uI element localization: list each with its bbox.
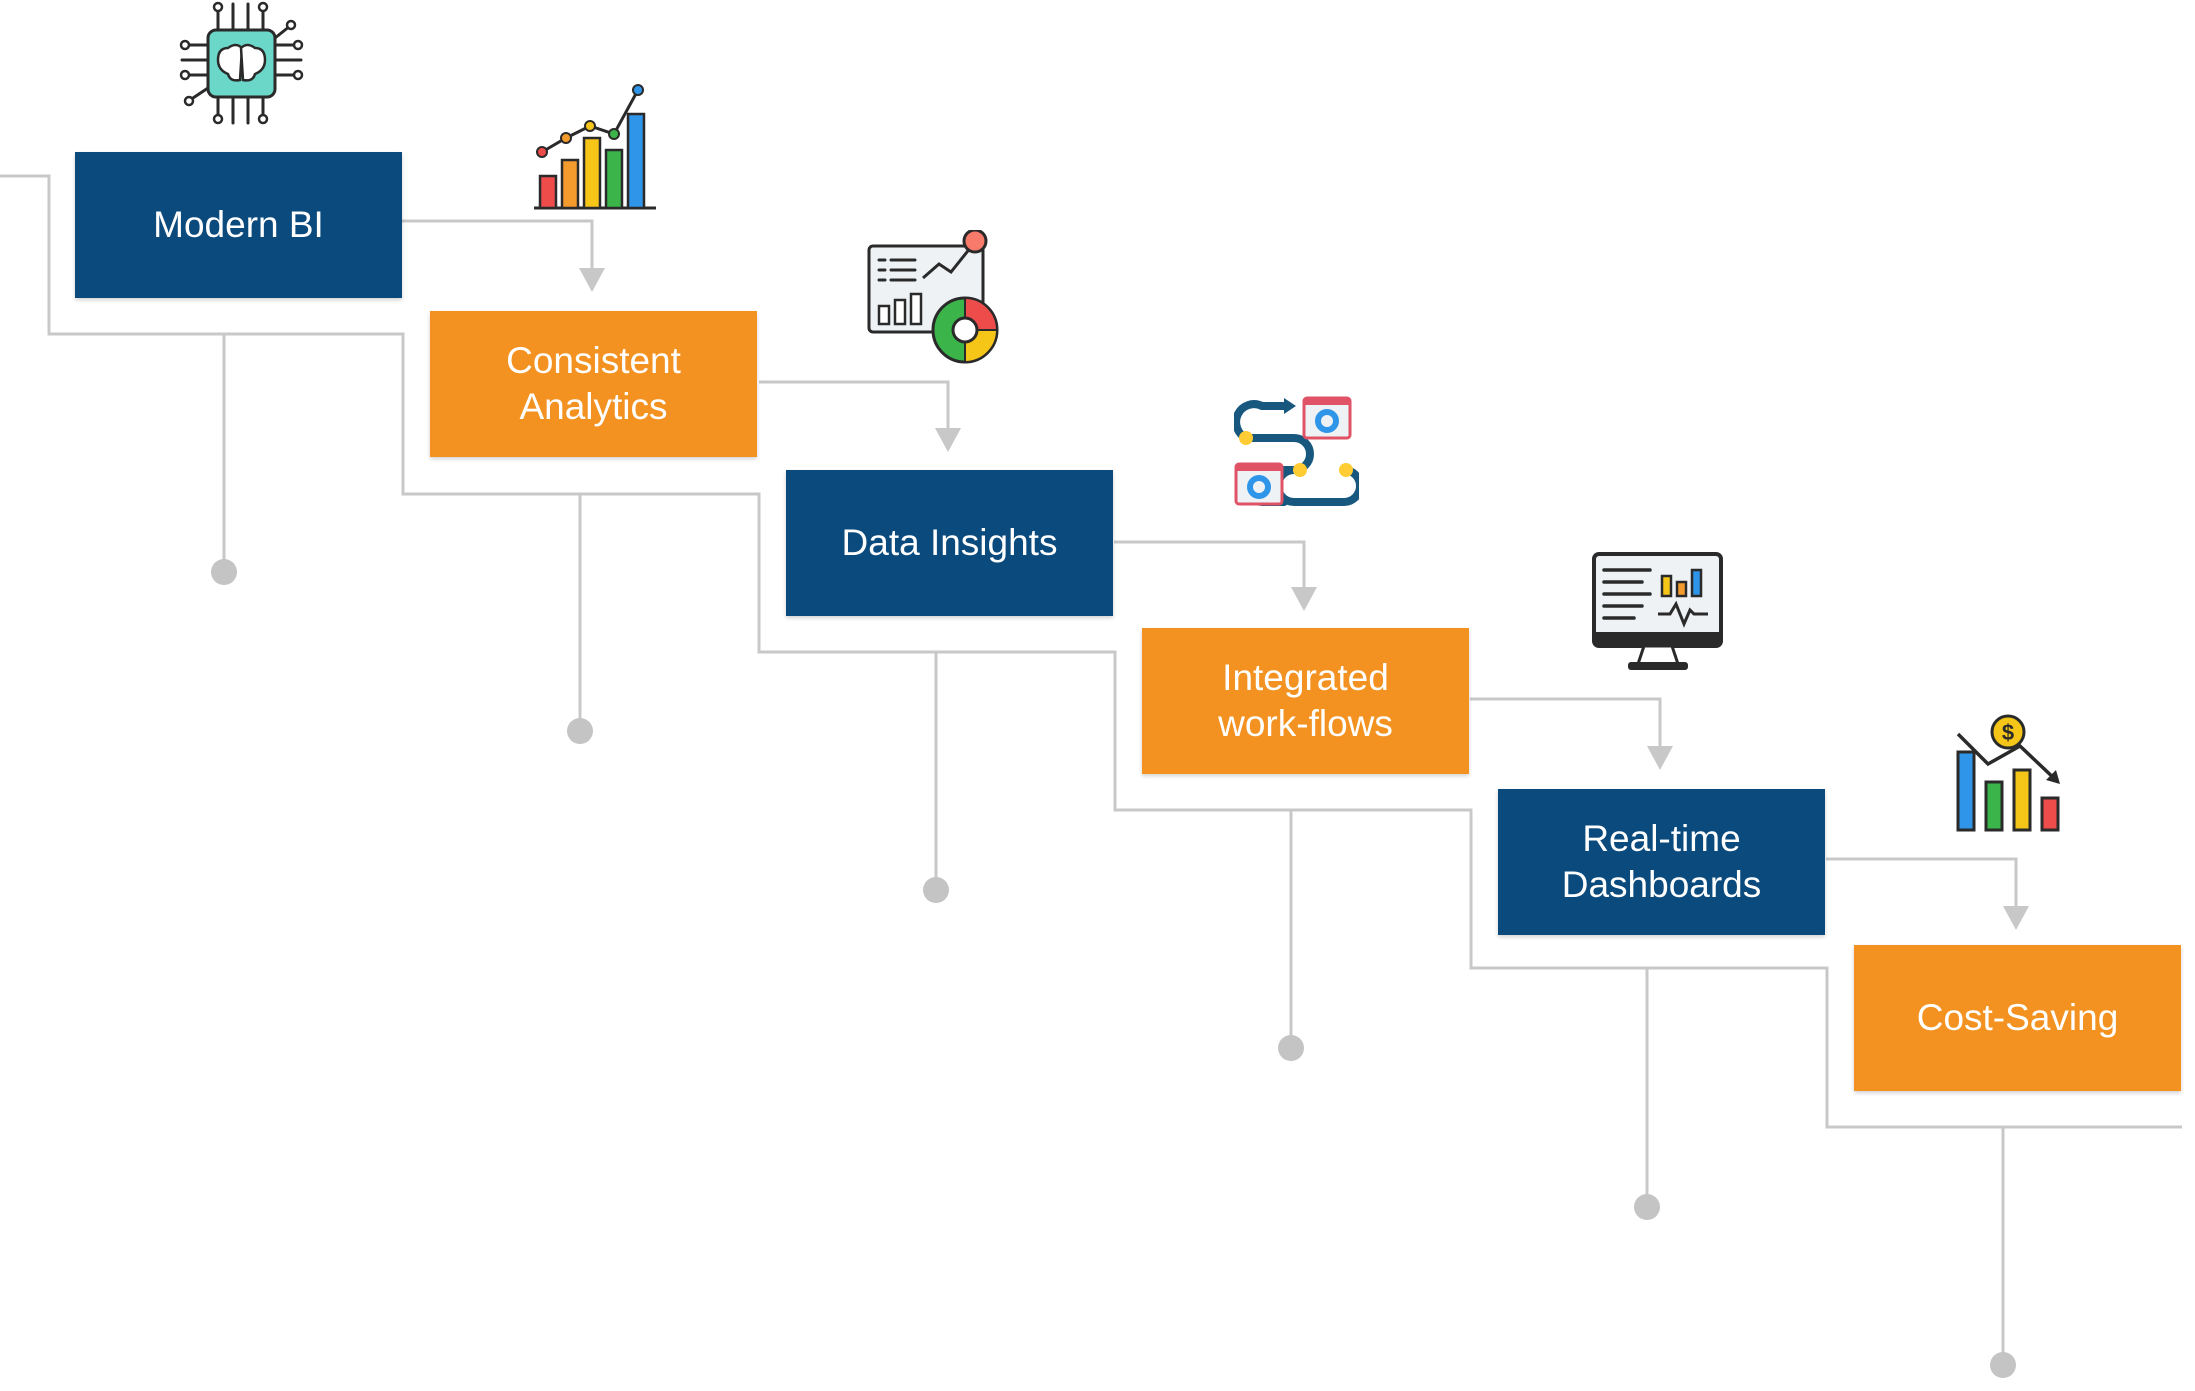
step-box-integrated-work-flows: Integrated work-flows — [1142, 628, 1469, 774]
step-box-data-insights: Data Insights — [786, 470, 1113, 616]
step-connector — [759, 380, 950, 428]
end-dot — [567, 718, 593, 744]
monitor-dashboard-icon — [1592, 552, 1723, 670]
arrowhead — [1647, 746, 1673, 770]
arrowhead — [2003, 906, 2029, 930]
end-dot — [1990, 1352, 2016, 1378]
step-label: Integrated work-flows — [1218, 657, 1393, 744]
end-dot — [1278, 1035, 1304, 1061]
step-connector — [1114, 540, 1306, 587]
step-connector — [1470, 697, 1662, 746]
end-dot — [1634, 1194, 1660, 1220]
step-label: Cost-Saving — [1916, 997, 2119, 1038]
step-label: Data Insights — [841, 522, 1058, 563]
step-label: Consistent Analytics — [506, 340, 681, 427]
end-dot — [211, 559, 237, 585]
ai-chip-brain-icon — [179, 1, 304, 125]
step-connector — [402, 219, 594, 268]
arrowhead — [935, 428, 961, 452]
step-box-consistent-analytics: Consistent Analytics — [430, 311, 757, 457]
step-box-modern-bi: Modern BI — [75, 152, 402, 298]
analytics-dashboard-icon — [867, 230, 999, 364]
step-label: Real-time Dashboards — [1561, 818, 1762, 905]
cost-decrease-chart-icon: $ — [1956, 714, 2060, 832]
end-dot — [923, 877, 949, 903]
growth-bar-chart-icon — [534, 84, 656, 210]
arrowhead — [579, 268, 605, 292]
step-box-cost-saving: Cost-Saving — [1854, 945, 2181, 1091]
arrowhead — [1291, 587, 1317, 611]
workflow-gears-icon — [1234, 396, 1359, 506]
step-box-real-time-dashboards: Real-time Dashboards — [1498, 789, 1825, 935]
step-connector — [1826, 857, 2018, 906]
step-label: Modern BI — [153, 204, 324, 245]
svg-text:$: $ — [2002, 720, 2014, 745]
